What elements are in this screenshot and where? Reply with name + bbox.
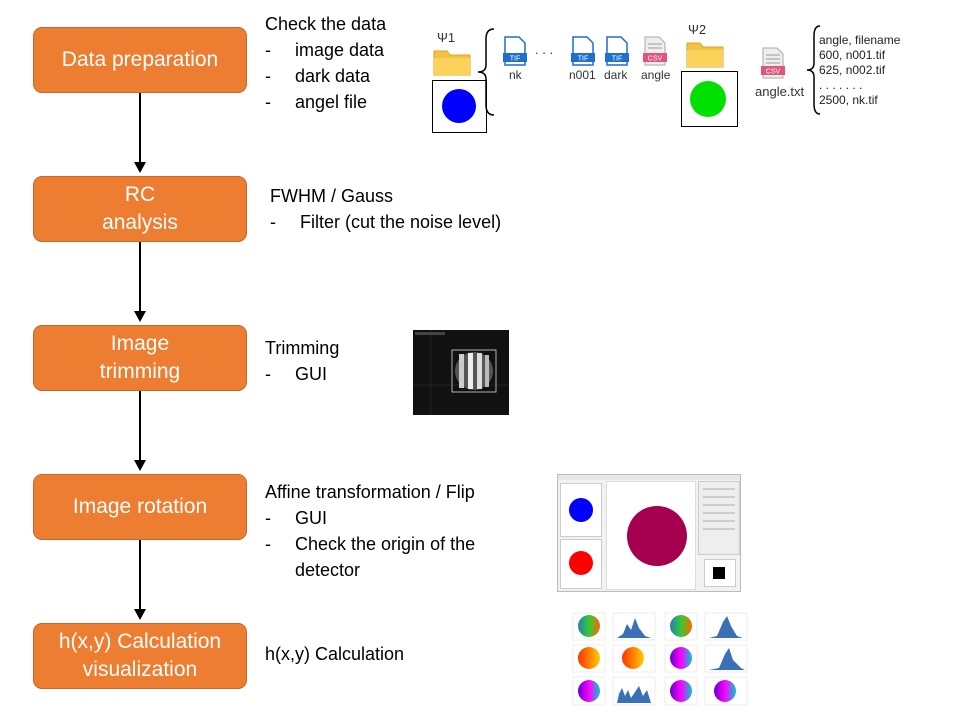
trim-title: Trimming bbox=[265, 338, 340, 358]
csv-file-icon: CSV bbox=[761, 47, 785, 79]
angle-line: 600, n001.tif bbox=[819, 48, 886, 62]
flow-arrow bbox=[134, 242, 146, 322]
brace-left bbox=[477, 28, 495, 116]
psi1-label: Ψ1 bbox=[437, 30, 456, 45]
folder-icon bbox=[686, 42, 724, 68]
rot-description: Affine transformation / Flip - GUI - Check… bbox=[265, 479, 475, 583]
bullet-dash: - bbox=[265, 508, 271, 528]
angle-line: 625, n002.tif bbox=[819, 63, 886, 77]
ellipsis: . . . bbox=[535, 42, 554, 57]
file-n001-label: n001 bbox=[569, 68, 596, 82]
prep-item: dark data bbox=[295, 66, 371, 86]
main-canvas bbox=[606, 481, 696, 590]
rot-item: GUI bbox=[295, 508, 328, 528]
bullet-dash: - bbox=[265, 92, 271, 112]
csv-tag: CSV bbox=[766, 69, 781, 76]
blue-disk bbox=[442, 89, 476, 123]
calc-description: h(x,y) Calculation bbox=[265, 641, 404, 667]
bullet-dash: - bbox=[265, 364, 271, 384]
calculation-visualization-grid bbox=[565, 610, 751, 710]
angle-line: angle, filename bbox=[819, 33, 901, 47]
file-angle-label: angle bbox=[641, 68, 671, 82]
trim-description: Trimming - GUI bbox=[265, 335, 339, 387]
brace-right bbox=[806, 25, 821, 115]
rot-title: Affine transformation / Flip bbox=[265, 482, 475, 502]
flow-arrow bbox=[134, 391, 146, 471]
bullet-dash: - bbox=[265, 40, 271, 60]
green-disk bbox=[690, 81, 726, 117]
angle-txt-label: angle.txt bbox=[755, 84, 805, 99]
step-image-rotation: Image rotation bbox=[33, 474, 247, 540]
flow-arrow bbox=[134, 540, 146, 620]
prep-description: Check the data - image data - dark data - a… bbox=[265, 11, 386, 115]
rot-item: Check the origin of the detector bbox=[295, 534, 476, 580]
calc-title: h(x,y) Calculation bbox=[265, 644, 405, 664]
step-data-preparation: Data preparation bbox=[33, 27, 247, 93]
folder-icon bbox=[433, 50, 471, 76]
step-calculation-visualization: h(x,y) Calculation visualization bbox=[33, 623, 247, 689]
rc-description: FWHM / Gauss - Filter (cut the noise leve… bbox=[270, 183, 501, 235]
bullet-dash: - bbox=[270, 212, 276, 232]
angle-file-contents: angle, filename 600, n001.tif 625, n002.… bbox=[819, 33, 900, 108]
psi2-label: Ψ2 bbox=[688, 22, 707, 37]
step-image-trimming: Image trimming bbox=[33, 325, 247, 391]
preview-panel-bottom bbox=[560, 539, 602, 589]
trim-item: GUI bbox=[295, 364, 328, 384]
tif-tag: TIF bbox=[612, 56, 623, 63]
file-nk-label: nk bbox=[509, 68, 522, 82]
psi2-image-preview bbox=[681, 71, 738, 127]
tif-file-icon: TIF bbox=[571, 36, 595, 66]
rc-item: Filter (cut the noise level) bbox=[300, 212, 502, 232]
rc-title: FWHM / Gauss bbox=[270, 186, 394, 206]
tif-tag: TIF bbox=[578, 56, 589, 63]
csv-tag: CSV bbox=[648, 56, 663, 63]
file-dark-label: dark bbox=[604, 68, 628, 82]
csv-file-icon: CSV bbox=[643, 36, 667, 66]
step-rc-analysis: RC analysis bbox=[33, 176, 247, 242]
bullet-dash: - bbox=[265, 534, 271, 554]
psi1-image-preview bbox=[432, 80, 487, 133]
red-disk bbox=[569, 551, 593, 575]
angle-line: 2500, nk.tif bbox=[819, 93, 878, 107]
tif-file-icon: TIF bbox=[605, 36, 629, 66]
prep-title: Check the data bbox=[265, 14, 387, 34]
prep-item: angel file bbox=[295, 92, 368, 112]
tif-tag: TIF bbox=[510, 56, 521, 63]
bullet-dash: - bbox=[265, 66, 271, 86]
settings-panel bbox=[698, 481, 740, 555]
blue-disk bbox=[569, 498, 593, 522]
tif-file-icon: TIF bbox=[503, 36, 527, 66]
magenta-disk bbox=[627, 506, 687, 566]
prep-item: image data bbox=[295, 40, 385, 60]
flow-arrow bbox=[134, 93, 146, 173]
rotation-gui-screenshot bbox=[557, 474, 741, 592]
mini-preview bbox=[704, 559, 736, 587]
angle-line: . . . . . . . bbox=[819, 78, 863, 92]
trimming-screenshot bbox=[413, 330, 509, 415]
preview-panel-top bbox=[560, 483, 602, 537]
